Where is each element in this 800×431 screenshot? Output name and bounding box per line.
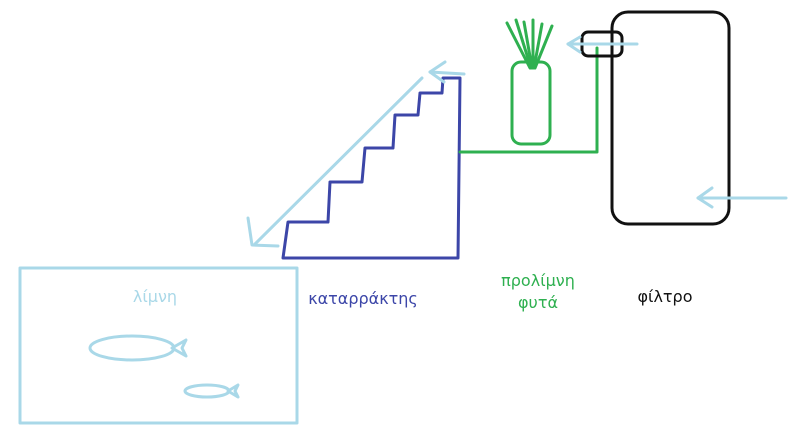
pond-basin	[18, 266, 299, 425]
plant-pot	[510, 60, 552, 146]
filter-outlet-arrow-icon	[566, 35, 639, 54]
waterfall-flow-arrow-icon	[246, 76, 424, 248]
prepond-label-line1: προλίμνη	[501, 271, 575, 290]
plant-stems-icon	[505, 18, 554, 70]
green-pipe	[458, 46, 599, 154]
filter-inflow-arrow-icon	[696, 186, 788, 209]
fish-small-icon	[183, 383, 240, 399]
waterfall-inflow-arrow-icon	[428, 60, 466, 84]
filter-label: φίλτρο	[637, 287, 693, 306]
waterfall-steps	[281, 76, 462, 260]
fish-large-icon	[88, 334, 188, 362]
waterfall-label: καταρράκτης	[308, 289, 418, 308]
filter-box	[610, 10, 731, 226]
pond-label: λίμνη	[132, 287, 178, 306]
prepond-plants-label: προλίμνη φυτά	[488, 270, 588, 314]
prepond-label-line2: φυτά	[518, 293, 558, 312]
